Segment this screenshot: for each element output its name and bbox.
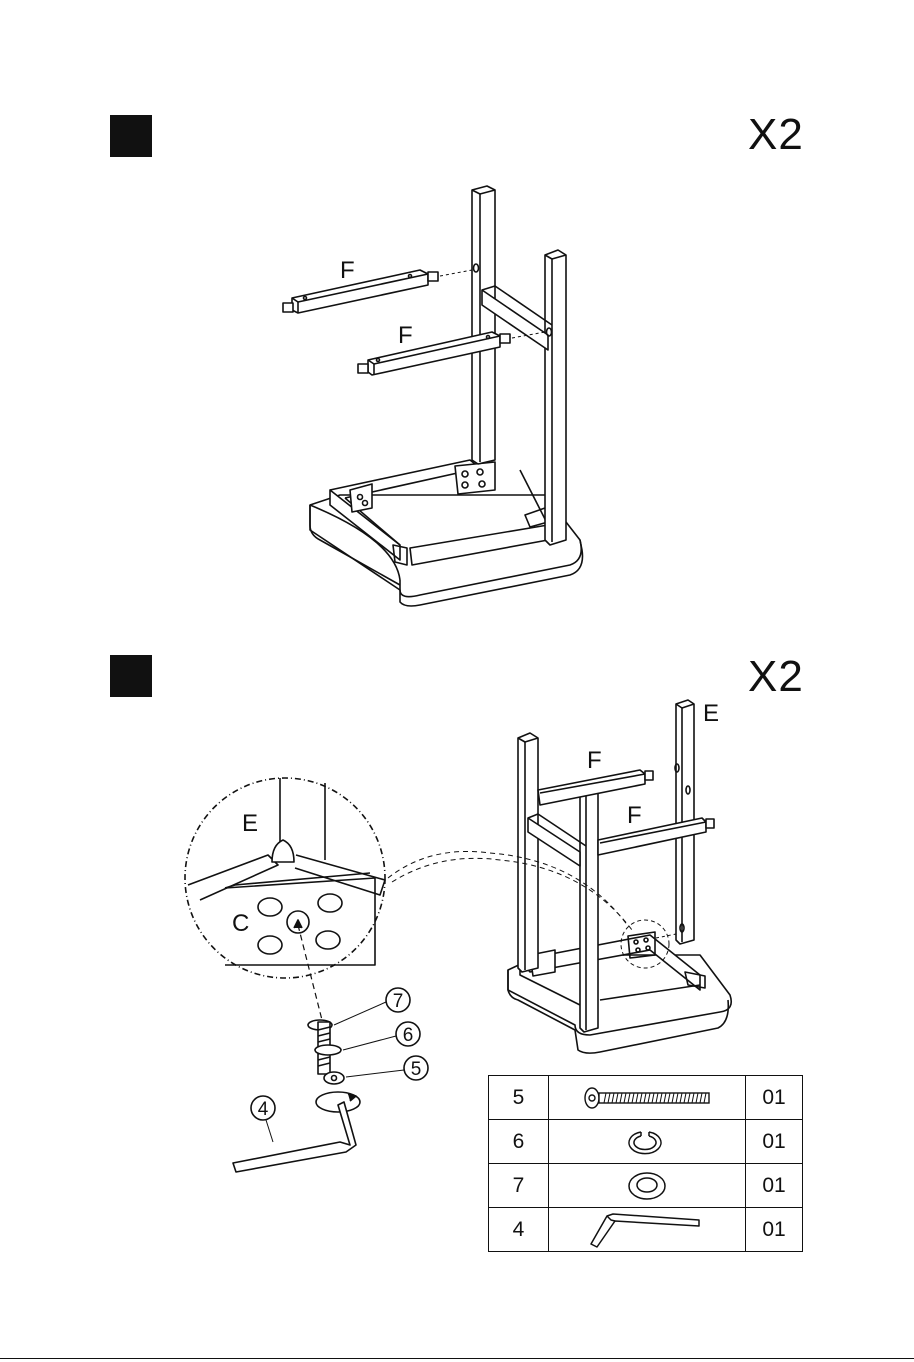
table-row: 7 01	[489, 1164, 803, 1208]
hardware-number: 5	[489, 1076, 549, 1120]
spring-washer-icon	[549, 1120, 746, 1164]
hardware-count: 01	[746, 1164, 803, 1208]
page-bottom-rule	[0, 1358, 914, 1359]
hardware-number: 6	[489, 1120, 549, 1164]
table-row: 4 01	[489, 1208, 803, 1252]
step-1-illustration	[283, 186, 583, 606]
table-row: 5 01	[489, 1076, 803, 1120]
bracket-detail-zoom	[185, 778, 385, 1020]
hardware-table: 5 01 6	[488, 1075, 803, 1252]
hardware-number: 7	[489, 1164, 549, 1208]
callout-6: 6	[403, 1025, 414, 1046]
bolt-icon	[549, 1076, 746, 1120]
detail-leg-label: E	[242, 810, 258, 837]
step-1-rail-label-upper: F	[340, 257, 355, 284]
step-2-rail-label-upper: F	[587, 747, 602, 774]
callout-7: 7	[393, 991, 404, 1012]
detail-bracket-label: C	[232, 910, 249, 937]
allen-key-icon	[549, 1208, 746, 1252]
step-2-illustration	[388, 700, 731, 1053]
flat-washer-icon	[549, 1164, 746, 1208]
hardware-exploded-view	[233, 988, 428, 1172]
callout-4: 4	[258, 1099, 269, 1120]
hardware-count: 01	[746, 1120, 803, 1164]
step-1-rail-label-lower: F	[398, 322, 413, 349]
callout-5: 5	[411, 1059, 422, 1080]
hardware-count: 01	[746, 1208, 803, 1252]
step-2-leg-label: E	[703, 700, 719, 727]
table-row: 6 01	[489, 1120, 803, 1164]
hardware-count: 01	[746, 1076, 803, 1120]
hardware-number: 4	[489, 1208, 549, 1252]
step-2-rail-label-lower: F	[627, 802, 642, 829]
